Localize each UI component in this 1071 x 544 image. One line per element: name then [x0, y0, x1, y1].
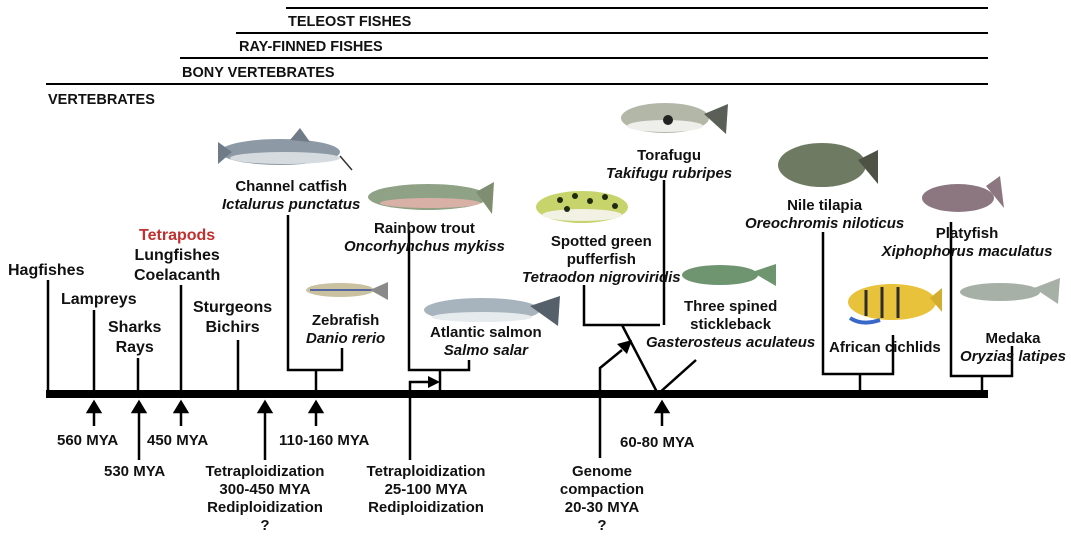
platyfish-common-name: Platyfish — [875, 225, 1059, 243]
tilapia-image — [778, 143, 878, 187]
zebrafish-image — [306, 282, 388, 300]
catfish-image — [218, 128, 352, 170]
fugu-image — [621, 103, 728, 134]
stickleback-latin-name: Gasterosteus aculateus — [646, 334, 815, 352]
salmon-image — [424, 296, 560, 326]
pufferfish-common-line1: Spotted green — [522, 233, 681, 251]
fugu-latin-name: Takifugu rubripes — [606, 165, 732, 183]
species-stickleback: Three spined stickleback Gasterosteus ac… — [646, 298, 815, 352]
stickleback-image — [682, 264, 776, 286]
medaka-image — [960, 278, 1060, 304]
zebrafish-common-name: Zebrafish — [306, 312, 385, 330]
date-60-80-mya: 60-80 MYA — [620, 434, 695, 452]
platyfish-image — [922, 176, 1004, 212]
clade-label-ray-finned: RAY-FINNED FISHES — [239, 39, 383, 55]
species-zebrafish: Zebrafish Danio rerio — [306, 312, 385, 348]
gc-line2: compaction — [556, 481, 648, 499]
taxon-lampreys: Lampreys — [61, 290, 137, 310]
species-platyfish: Platyfish Xiphophorus maculatus — [875, 225, 1059, 261]
trout-latin-name: Oncorhynchus mykiss — [344, 238, 505, 256]
date-450-mya: 450 MYA — [147, 432, 208, 450]
wgd1-line1: Tetraploidization — [196, 463, 334, 481]
medaka-latin-name: Oryzias latipes — [956, 348, 1070, 366]
catfish-common-name: Channel catfish — [222, 178, 360, 196]
event-wgd-teleost: Tetraploidization 300-450 MYA Rediploidi… — [196, 463, 334, 535]
species-trout: Rainbow trout Oncorhynchus mykiss — [344, 220, 505, 256]
date-560-mya: 560 MYA — [57, 432, 118, 450]
event-wgd-salmonid: Tetraploidization 25-100 MYA Rediploidiz… — [356, 463, 496, 517]
clade-label-vertebrates: VERTEBRATES — [48, 92, 155, 108]
gc-line4: ? — [556, 517, 648, 535]
taxon-tetrapods: Tetrapods — [134, 226, 220, 246]
platyfish-latin-name: Xiphophorus maculatus — [875, 243, 1059, 261]
wgd2-line3: Rediploidization — [356, 499, 496, 517]
pufferfish-common-line2: pufferfish — [522, 251, 681, 269]
catfish-latin-name: Ictalurus punctatus — [222, 196, 360, 214]
taxon-tetrapods-group: Tetrapods Lungfishes Coelacanth — [134, 226, 220, 286]
species-green-pufferfish: Spotted green pufferfish Tetraodon nigro… — [522, 233, 681, 287]
zebrafish-latin-name: Danio rerio — [306, 330, 385, 348]
event-genome-compaction: Genome compaction 20-30 MYA ? — [556, 463, 648, 535]
taxon-coelacanth: Coelacanth — [134, 266, 220, 286]
wgd1-line4: ? — [196, 517, 334, 535]
fugu-common-name: Torafugu — [606, 147, 732, 165]
species-salmon: Atlantic salmon Salmo salar — [430, 324, 542, 360]
salmon-latin-name: Salmo salar — [430, 342, 542, 360]
salmon-common-name: Atlantic salmon — [430, 324, 542, 342]
wgd2-line2: 25-100 MYA — [356, 481, 496, 499]
wgd2-arrowhead — [428, 376, 440, 388]
wgd2-line1: Tetraploidization — [356, 463, 496, 481]
stickleback-common-line2: stickleback — [646, 316, 815, 334]
wgd-arrows — [410, 350, 622, 460]
trout-image — [368, 182, 494, 214]
taxon-rays: Rays — [108, 338, 161, 358]
green-pufferfish-image — [536, 191, 628, 223]
species-fugu: Torafugu Takifugu rubripes — [606, 147, 732, 183]
taxon-sharks-rays: Sharks Rays — [108, 318, 161, 358]
date-110-160-mya: 110-160 MYA — [279, 432, 369, 450]
cichlid-image — [848, 284, 942, 323]
trout-common-name: Rainbow trout — [344, 220, 505, 238]
stickleback-common-line1: Three spined — [646, 298, 815, 316]
taxon-sturgeons-bichirs: Sturgeons Bichirs — [193, 298, 272, 338]
taxon-hagfishes: Hagfishes — [8, 261, 84, 281]
pufferfish-latin-name: Tetraodon nigroviridis — [522, 269, 681, 287]
taxon-bichirs: Bichirs — [193, 318, 272, 338]
wgd1-line3: Rediploidization — [196, 499, 334, 517]
clade-label-teleost: TELEOST FISHES — [288, 14, 411, 30]
tilapia-common-name: Nile tilapia — [745, 197, 904, 215]
wgd1-line2: 300-450 MYA — [196, 481, 334, 499]
gc-line3: 20-30 MYA — [556, 499, 648, 517]
taxon-lungfishes: Lungfishes — [134, 246, 220, 266]
taxon-sharks: Sharks — [108, 318, 161, 338]
date-530-mya: 530 MYA — [104, 463, 165, 481]
event-arrows — [88, 402, 668, 460]
species-medaka: Medaka Oryzias latipes — [956, 330, 1070, 366]
taxon-sturgeons: Sturgeons — [193, 298, 272, 318]
clade-label-bony: BONY VERTEBRATES — [182, 65, 335, 81]
gc-line1: Genome — [556, 463, 648, 481]
species-catfish: Channel catfish Ictalurus punctatus — [222, 178, 360, 214]
species-cichlids: African cichlids — [829, 339, 941, 357]
medaka-common-name: Medaka — [956, 330, 1070, 348]
